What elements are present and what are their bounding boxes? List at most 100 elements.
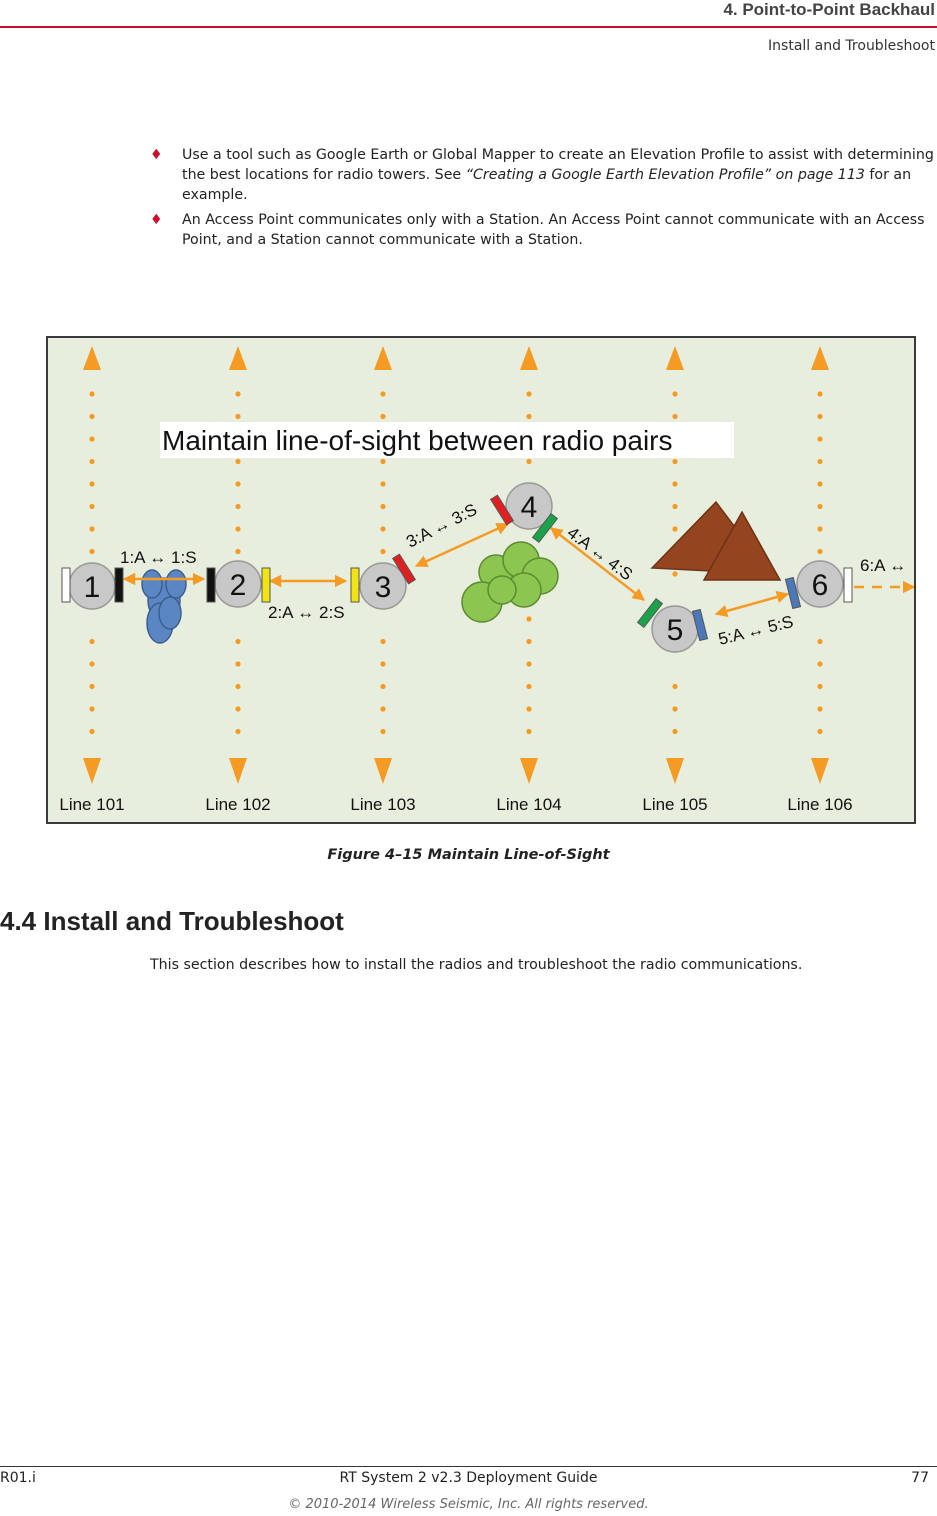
line-dot	[380, 728, 386, 735]
antenna-bar	[636, 598, 664, 628]
line-dot	[380, 638, 386, 645]
diamond-bullet-icon: ♦	[150, 147, 163, 163]
line-dot	[89, 436, 95, 442]
radio-node-number: 5	[667, 614, 684, 647]
line-top-arrow-icon	[811, 346, 829, 370]
bullet-list: ♦ Use a tool such as Google Earth or Glo…	[150, 145, 935, 255]
link-label: 1:A ↔ 1:S	[120, 548, 197, 567]
figure-caption: Figure 4–15 Maintain Line-of-Sight	[327, 847, 610, 863]
line-dot	[817, 526, 823, 532]
line-label: Line 103	[350, 795, 415, 814]
radio-node	[796, 560, 844, 608]
trees-icon	[461, 541, 559, 623]
antenna-bar	[206, 567, 216, 603]
line-dot	[672, 458, 678, 465]
footer-page-number: 77	[911, 1470, 929, 1486]
line-top-arrow-icon	[83, 346, 101, 370]
line-dot	[817, 413, 823, 420]
bullet-text: An Access Point communicates only with a…	[182, 212, 925, 248]
line-dot	[672, 503, 678, 510]
line-dot	[380, 526, 386, 532]
line-dot	[526, 391, 532, 397]
line-dot	[672, 571, 678, 577]
diamond-bullet-icon: ♦	[150, 212, 163, 228]
line-dot	[817, 458, 823, 465]
line-dot	[235, 458, 241, 465]
footer-revision: R01.i	[0, 1470, 36, 1486]
line-dot	[526, 728, 532, 735]
link-label: 5:A ↔ 5:S	[716, 612, 795, 649]
line-dot	[526, 706, 532, 712]
line-bottom-arrow-icon	[83, 758, 101, 784]
footer-copyright: © 2010-2014 Wireless Seismic, Inc. All r…	[288, 1497, 649, 1512]
line-dot	[89, 458, 95, 465]
radio-node-number: 3	[375, 571, 392, 604]
line-label: Line 102	[205, 795, 270, 814]
line-dot	[526, 458, 532, 465]
line-dot	[672, 413, 678, 420]
line-dot	[235, 503, 241, 510]
bullet-text: Use a tool such as Google Earth or Globa…	[182, 147, 934, 183]
line-dot	[235, 683, 241, 690]
line-bottom-arrow-icon	[520, 758, 538, 784]
line-dot	[380, 661, 386, 667]
line-bottom-arrow-icon	[811, 758, 829, 784]
line-dot	[526, 683, 532, 690]
link-label: 2:A ↔ 2:S	[268, 603, 345, 622]
line-dot	[380, 413, 386, 420]
antenna-bar	[114, 567, 124, 603]
line-bottom-arrow-icon	[666, 758, 684, 784]
line-label: Line 105	[642, 795, 707, 814]
radio-node	[359, 562, 407, 610]
antenna-bar	[350, 567, 360, 603]
line-dot	[817, 503, 823, 510]
line-dot	[380, 683, 386, 690]
footer-doc-title: RT System 2 v2.3 Deployment Guide	[339, 1470, 598, 1486]
link-label: 4:A ↔ 4:S	[564, 523, 637, 584]
line-top-arrow-icon	[666, 346, 684, 370]
section-heading: 4.4 Install and Troubleshoot	[0, 906, 344, 936]
antenna-bar	[61, 567, 71, 603]
figure-title: Maintain line-of-sight between radio pai…	[162, 425, 673, 456]
line-dot	[526, 413, 532, 420]
line-dot	[817, 548, 823, 555]
line-dot	[380, 481, 386, 487]
link-label: 3:A ↔ 3:S	[403, 500, 480, 552]
header-rule	[0, 26, 937, 28]
line-dot	[672, 683, 678, 690]
section-body: This section describes how to install th…	[150, 957, 803, 973]
line-dot	[235, 548, 241, 555]
line-label: Line 101	[59, 795, 124, 814]
line-dot	[235, 413, 241, 420]
radio-link-arrow	[414, 522, 510, 568]
line-dot	[89, 503, 95, 510]
line-dot	[817, 728, 823, 735]
antenna-bar	[784, 576, 802, 610]
line-dot	[672, 728, 678, 735]
line-dot	[672, 706, 678, 712]
line-dot	[89, 683, 95, 690]
line-dot	[526, 616, 532, 622]
line-dot	[235, 706, 241, 712]
antenna-bar	[843, 567, 853, 603]
line-label: Line 106	[787, 795, 852, 814]
line-dot	[235, 638, 241, 645]
antenna-bar	[391, 553, 417, 585]
figure-title-box	[160, 422, 734, 458]
line-dot	[235, 526, 241, 532]
radio-node-number: 1	[84, 571, 101, 604]
line-dot	[89, 728, 95, 735]
line-dot	[672, 481, 678, 487]
radio-node-number: 4	[521, 491, 538, 524]
line-dot	[89, 548, 95, 555]
line-dot	[817, 706, 823, 712]
line-dot	[235, 391, 241, 397]
radio-link-arrow	[714, 590, 790, 618]
cross-reference-link[interactable]: “Creating a Google Earth Elevation Profi…	[465, 167, 865, 183]
bullet-item: ♦ Use a tool such as Google Earth or Glo…	[150, 145, 935, 205]
line-dot	[380, 503, 386, 510]
section-title: Install and Troubleshoot	[768, 38, 935, 54]
line-dot	[817, 391, 823, 397]
line-dot	[817, 436, 823, 442]
line-dot	[89, 661, 95, 667]
